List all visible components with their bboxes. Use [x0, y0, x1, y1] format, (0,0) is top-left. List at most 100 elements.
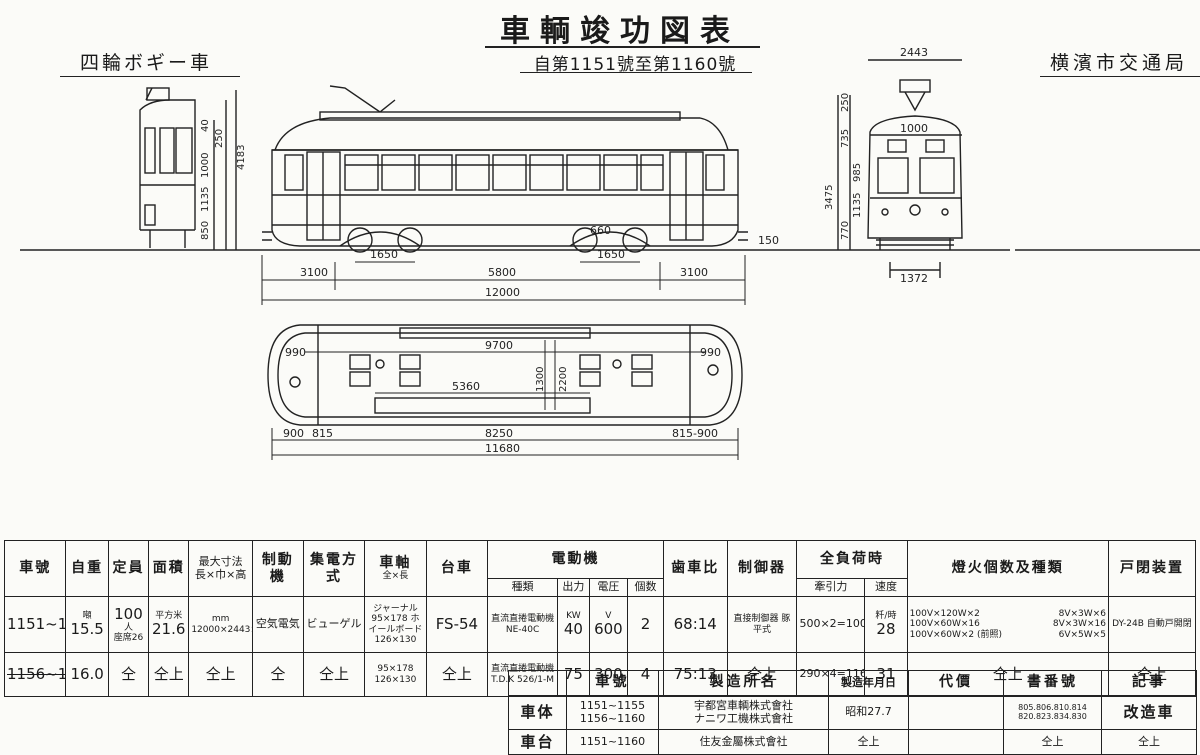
r1-capacity: 100 — [114, 604, 143, 623]
dim-wheelbase-right: 1650 — [597, 248, 625, 261]
side-windows — [284, 154, 725, 191]
r1-brake: 空気電気 — [251, 596, 304, 653]
r1-capacity-cell: 100 人 座席26 — [107, 596, 150, 653]
col-motor-type: 種類 — [487, 578, 559, 597]
r1-motor-count: 2 — [626, 596, 664, 653]
r2-brake: 仝 — [251, 652, 304, 697]
col-motor-voltage: 電圧 — [588, 578, 628, 597]
col-traction: 牽引力 — [796, 578, 866, 597]
dim-wheel-dia: 660 — [590, 224, 611, 237]
dim-wheelbase-left: 1650 — [370, 248, 398, 261]
col-brake: 制動機 — [251, 540, 304, 597]
r1-motor-voltage-cell: V 600 — [588, 596, 628, 653]
unit-capacity: 人 — [123, 622, 133, 633]
dimension-labels: 3100 5800 3100 12000 1650 1650 660 150 4… — [200, 46, 928, 455]
r1-lamps: 100V×120W×2 8V×3W×6 100V×60W×16 8V×3W×16… — [906, 596, 1109, 653]
r1-capacity-sub: 座席26 — [113, 633, 144, 644]
spec-row-1: 1151~1160 噸 15.5 100 人 座席26 平方米 21.6 mm … — [3, 596, 1197, 653]
side-dimensions — [261, 255, 746, 305]
r1-lamp-1: 100V×60W×16 — [909, 619, 980, 630]
col-area: 面積 — [148, 540, 190, 597]
dim-end-lamp: 1000 — [900, 122, 928, 135]
r1-motor-type: 直流直捲電動機 NE-40C — [487, 596, 559, 653]
maker-row-body: 車体 1151~1155 1156~1160 宇都宮車輌株式會社 ナニワ工機株式… — [508, 695, 1197, 730]
col-max-dims: 最大寸法 長×巾×高 — [188, 540, 253, 597]
r2-axle: 95×178 126×130 — [364, 652, 427, 697]
col-door: 戸閉装置 — [1107, 540, 1197, 597]
plan-dimensions — [271, 340, 739, 460]
dim-sv-1: 1135 — [200, 187, 211, 212]
dim-plan-body: 9700 — [485, 339, 513, 352]
r1-lamp-4: 8V×3W×16 — [1052, 619, 1106, 630]
subtitle-underline — [520, 72, 752, 73]
r1-gear-ratio: 68:14 — [662, 596, 728, 653]
r1-motor-output-cell: KW 40 — [557, 596, 590, 653]
dim-side-total: 12000 — [485, 286, 520, 299]
col-capacity: 定員 — [107, 540, 150, 597]
side-doors — [306, 151, 704, 241]
r1-truck: FS-54 — [425, 596, 489, 653]
dim-plan-w-b: 2200 — [558, 367, 569, 392]
dim-end-height: 3475 — [824, 185, 835, 210]
dim-ev-1: 735 — [840, 129, 851, 148]
dim-ev-3: 1135 — [852, 193, 863, 218]
maker-col-price: 代價 — [908, 670, 1004, 696]
r2-truck: 仝上 — [425, 652, 489, 697]
dim-plan-total-inner: 8250 — [485, 427, 513, 440]
drawing-title: 車輌竣功図表 — [500, 14, 740, 49]
col-axle: 車軸 全×長 — [364, 540, 427, 597]
title-underline — [485, 46, 760, 48]
r1-lamp-0: 100V×120W×2 — [909, 608, 980, 619]
col-gear-ratio: 歯車比 — [662, 540, 728, 597]
r1-door: DY-24B 自動戸開閉 — [1107, 596, 1197, 653]
r1-controller: 直接制御器 豚平式 — [726, 596, 798, 653]
unit-max-dims: mm — [211, 614, 230, 625]
dim-plan-end-b: 990 — [700, 346, 721, 359]
r2-capacity: 仝 — [107, 652, 150, 697]
dim-plan-right: 815-900 — [672, 427, 718, 440]
maker-body-reg: 805.806.810.814 820.823.834.830 — [1003, 695, 1102, 730]
maker-body-reg-b: 820.823.834.830 — [1018, 711, 1087, 721]
r2-max-dims: 仝上 — [188, 652, 253, 697]
unit-motor-voltage: V — [605, 610, 612, 621]
dim-end-gauge: 1372 — [900, 272, 928, 285]
maker-col-maker: 製造所名 — [658, 670, 829, 696]
maker-body-date: 昭和27.7 — [828, 695, 909, 730]
operator-label: 横濱市交通局 — [1050, 52, 1189, 74]
maker-body-maker: 宇都宮車輌株式會社 ナニワ工機株式會社 — [658, 695, 829, 730]
col-axle-sub: 全×長 — [382, 571, 409, 582]
col-axle-title: 車軸 — [379, 555, 412, 572]
dim-plan-end-a: 990 — [285, 346, 306, 359]
unit-speed: 粁/時 — [875, 610, 897, 621]
r1-lamp-2: 100V×60W×2 (前照) — [909, 629, 1003, 640]
col-car-no: 車號 — [3, 540, 67, 597]
drawing-subtitle: 自第1151號至第1160號 — [533, 55, 737, 75]
maker-table: 車號 製造所名 製造年月日 代價 書番號 記事 車体 1151~1155 115… — [508, 670, 1197, 755]
dim-sv-3: 250 — [214, 129, 225, 148]
maker-col-remarks: 記事 — [1101, 670, 1197, 696]
r2-weight: 16.0 — [65, 652, 109, 697]
car-type-label: 四輪ボギー車 — [80, 52, 213, 74]
maker-body-price — [908, 695, 1004, 730]
dim-ev-0: 250 — [840, 93, 851, 112]
col-lamps: 燈火個数及種類 — [906, 540, 1109, 597]
r1-speed-cell: 粁/時 28 — [864, 596, 908, 653]
maker-body-car-no-a: 1151~1155 — [579, 699, 646, 713]
dim-ev-2: 985 — [852, 163, 863, 182]
maker-corner — [508, 670, 567, 696]
maker-col-car-no: 車號 — [566, 670, 659, 696]
r1-max-dims-cell: mm 12000×2443×4183 — [188, 596, 253, 653]
dim-side-height: 4183 — [236, 145, 247, 170]
operator-underline — [1040, 76, 1200, 77]
maker-body-maker-a: 宇都宮車輌株式會社 — [694, 699, 793, 713]
maker-body-maker-b: ナニワ工機株式會社 — [694, 711, 793, 725]
r1-motor-output: 40 — [563, 620, 583, 639]
dim-ev-4: 770 — [840, 221, 851, 240]
left-end-view-partial — [139, 87, 237, 250]
r1-collector: ビューゲル — [302, 596, 366, 653]
dim-plan-left-a: 900 — [283, 427, 304, 440]
dim-sv-2: 1000 — [200, 153, 211, 178]
r1-lamp-5: 6V×5W×5 — [1058, 629, 1106, 640]
dim-step: 150 — [758, 234, 779, 247]
r1-axle: ジャーナル 95×178 ホイールボード 126×130 — [364, 596, 427, 653]
